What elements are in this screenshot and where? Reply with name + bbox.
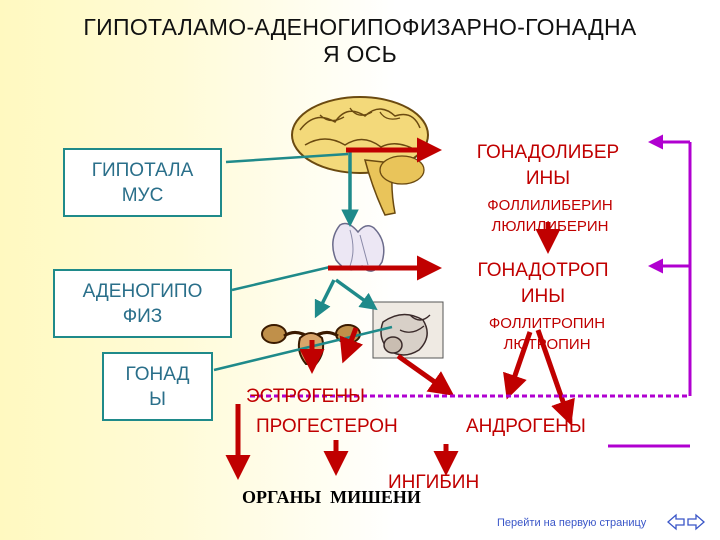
tropins-sub-label: ФОЛЛИТРОПИН ЛЮТРОПИН xyxy=(488,315,606,353)
arrow-left-icon[interactable] xyxy=(667,513,685,531)
estrogens-label: ЭСТРОГЕНЫ xyxy=(246,386,365,407)
teal-connectors xyxy=(213,152,393,372)
red-arrows xyxy=(225,137,575,480)
ovaries-down-arrow-2 xyxy=(339,327,364,364)
first-page-link[interactable]: Перейти на первую страницу xyxy=(497,517,647,529)
androgens-label: АНДРОГЕНЫ xyxy=(466,416,586,437)
feedback-loop xyxy=(250,134,692,448)
teal-arrows xyxy=(314,152,378,319)
liberins-sub-label: ФОЛЛИЛИБЕРИН ЛЮЛИЛИБЕРИН xyxy=(487,197,613,235)
tropins-to-androgens-right-arrow xyxy=(535,329,575,426)
hypothalamus-connector xyxy=(225,152,349,164)
page-title: ГИПОТАЛАМО-АДЕНОГИПОФИЗАРНО-ГОНАДНА Я ОС… xyxy=(83,14,637,67)
tropins-to-androgens-arrow xyxy=(503,331,533,400)
pituitary-to-testes-arrow xyxy=(334,278,378,311)
adenohypophysis-box: АДЕНОГИПО ФИЗ xyxy=(53,269,232,338)
gonadoliberins-label: ГОНАДОЛИБЕР ИНЫ xyxy=(476,142,620,189)
gonadotropins-label: ГОНАДОТРОП ИНЫ xyxy=(477,260,609,307)
hypothalamus-box: ГИПОТАЛА МУС xyxy=(63,148,222,217)
target-organs-label: ОРГАНЫ МИШЕНИ xyxy=(242,487,421,507)
gonads-box: ГОНАД Ы xyxy=(102,352,213,421)
inhibin-label: ИНГИБИН xyxy=(388,472,480,493)
progesterone-label: ПРОГЕСТЕРОН xyxy=(256,416,398,437)
nav-arrows xyxy=(667,513,705,531)
gonads-connector xyxy=(213,325,393,372)
pituitary-to-ovaries-arrow xyxy=(314,279,336,319)
adenohypophysis-connector xyxy=(231,265,331,292)
testes-to-androgens-arrow xyxy=(396,353,455,396)
brain-image xyxy=(291,96,429,216)
testes-image xyxy=(372,301,444,359)
pituitary-image xyxy=(332,222,385,272)
arrow-right-icon[interactable] xyxy=(687,513,705,531)
